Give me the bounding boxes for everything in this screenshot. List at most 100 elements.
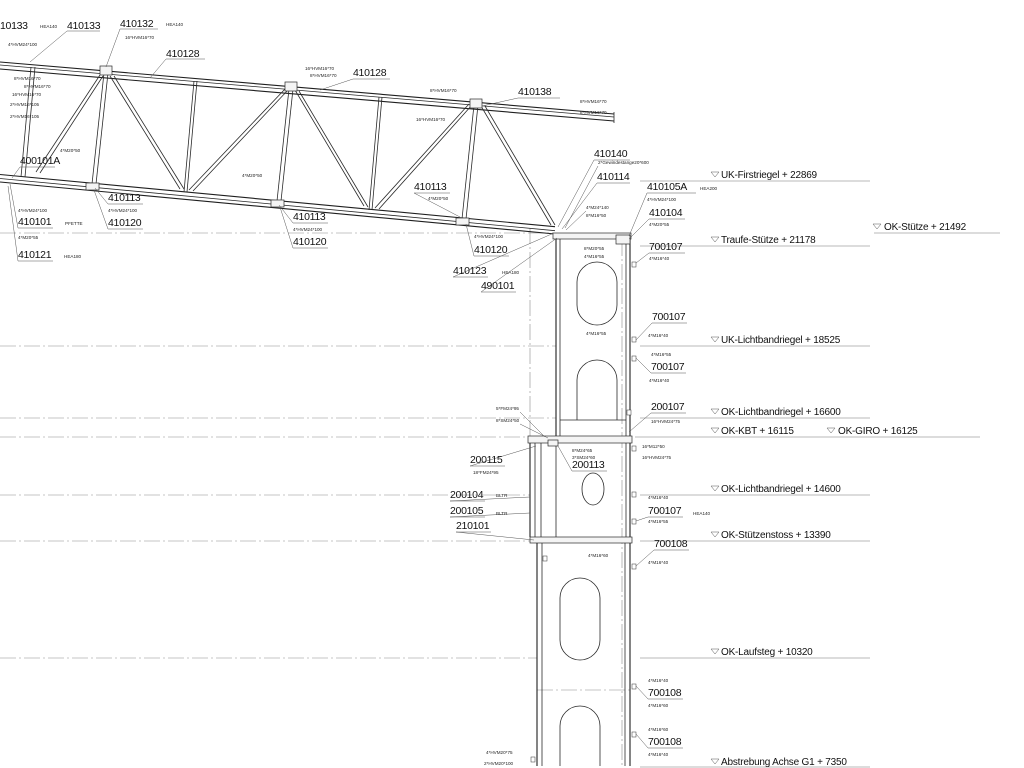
part-number: 410113 (108, 192, 141, 204)
bolt-note: 2*HVM16*105 (10, 102, 40, 107)
part-number: 10133 (0, 20, 28, 32)
part-number: 410128 (353, 67, 387, 79)
truss-node-plates (85, 65, 483, 226)
profile-note: BLTR (496, 511, 508, 516)
part-number: 700107 (651, 361, 685, 373)
part-number: 200115 (470, 454, 503, 466)
level-label: Abstrebung Achse G1 + 7350 (721, 757, 847, 768)
bolt-note: 4*M24*140 (586, 205, 609, 210)
bolt-note: 4*M20*50 (60, 148, 81, 153)
level-label: OK-Stütze + 21492 (884, 222, 967, 233)
column-upper (555, 238, 631, 436)
profile-note: HEA140 (693, 511, 711, 516)
part-number: 410140 (594, 148, 628, 160)
part-number: 410121 (18, 249, 52, 261)
bolt-note: 4*M16*55 (586, 331, 607, 336)
profile-note: HEA180 (64, 254, 82, 259)
part-number: 200105 (450, 505, 484, 517)
bolt-note: 16*HVM16*70 (416, 117, 446, 122)
level-label: OK-Lichtbandriegel + 14600 (721, 484, 841, 495)
part-number: 410128 (166, 48, 200, 60)
column-opening (559, 261, 618, 766)
bolt-notes: 4*HVM24*100 16*HVM16*70 16*HVM16*70 8*HV… (8, 35, 681, 766)
part-number: 700107 (648, 505, 682, 517)
part-number: 410120 (474, 244, 508, 256)
bolt-note: 4*HVM24*100 (108, 208, 138, 213)
part-number: 700108 (654, 538, 688, 550)
part-number: 410104 (649, 207, 683, 219)
bolt-note: 4*M16*60 (588, 553, 609, 558)
truss-vertical (20, 66, 479, 220)
bolt-note: 4*M16*55 (651, 352, 672, 357)
bolt-note: 8*HVM16*70 (14, 76, 41, 81)
level-marker-icon (710, 171, 882, 765)
bolt-note: 2*HVM16*105 (10, 114, 40, 119)
part-number: 410123 (453, 265, 487, 277)
bolt-note: 8*M16*50 (586, 213, 607, 218)
reference-lines (0, 228, 630, 766)
bolt-note: 4*HVM24*100 (474, 234, 504, 239)
level-label: OK-KBT + 16115 (721, 426, 794, 437)
level-label: OK-Laufsteg + 10320 (721, 647, 813, 658)
bolt-note: 5*FM24*95 (496, 406, 519, 411)
part-number: 490101 (481, 280, 515, 292)
bolt-note: 4*M16*60 (648, 703, 669, 708)
part-number: 400101A (20, 155, 60, 167)
base-plate (527, 232, 633, 544)
part-number: 410138 (518, 86, 552, 98)
bolt-note: 16*M12*50 (642, 444, 665, 449)
bolt-note: 3*SM24*60 (572, 455, 596, 460)
profile-note: HEA140 (40, 24, 58, 29)
part-number: 410133 (67, 20, 101, 32)
part-number: 410105A (647, 181, 687, 193)
profile-note: PFETTE (65, 221, 83, 226)
level-label: OK-Stützenstoss + 13390 (721, 530, 831, 541)
bolt-note: 2*Gewindestange20*600 (598, 160, 649, 165)
column-middle (529, 443, 631, 537)
part-number: 210101 (456, 520, 490, 532)
part-number: 700107 (652, 311, 686, 323)
level-label: OK-GIRO + 16125 (838, 426, 918, 437)
bolt-note: 4*M16*60 (648, 727, 669, 732)
bolt-note: 4*M16*40 (648, 333, 669, 338)
bolt-note: 8*M24*65 (572, 448, 593, 453)
part-number: 200107 (651, 401, 685, 413)
leader-line (7, 28, 696, 749)
bolt-note: 4*M20*50 (242, 173, 263, 178)
bolt-note: 2*HVM20*100 (484, 761, 514, 766)
bolt-note: 18*FM24*95 (473, 470, 499, 475)
bolt-note: 4*M20*50 (428, 196, 449, 201)
bolt-note: 4*M16*40 (648, 560, 669, 565)
part-number: 200113 (572, 459, 605, 471)
bolt-note: 16*HVM16*70 (305, 66, 335, 71)
bolt-note: 4*M20*55 (649, 222, 670, 227)
part-number: 700107 (649, 241, 683, 253)
bolt-note: 4*M20*55 (18, 235, 39, 240)
bolt-note: 4*M16*40 (648, 495, 669, 500)
bolt-note: 4*HVM20*75 (486, 750, 513, 755)
level-label: UK-Firstriegel + 22869 (721, 170, 818, 181)
bolt-note: 8*HVM16*70 (580, 110, 607, 115)
bolt-note: 4*M16*40 (649, 256, 670, 261)
column-lower (536, 543, 631, 766)
bolt-note: 4*HVM24*100 (18, 208, 48, 213)
profile-note: HEA140 (166, 22, 184, 27)
level-label: Traufe-Stütze + 21178 (721, 235, 816, 246)
part-number: 410120 (108, 217, 142, 229)
bolt-note: 8*M20*55 (584, 246, 605, 251)
bolt-note: 4*M16*40 (649, 378, 670, 383)
bolt-note: 16*HVM24*75 (651, 419, 681, 424)
profile-note: HEA200 (700, 186, 718, 191)
bolt-note: 4*HVM24*100 (293, 227, 323, 232)
profile-note: BLTR (496, 493, 508, 498)
bolt-note: 8*SM24*50 (496, 418, 520, 423)
part-number: 410114 (597, 171, 630, 183)
bolt-note: 8*HVM16*70 (310, 73, 337, 78)
bolt-note: 4*M16*55 (584, 254, 605, 259)
bolt-note: 16*HVM24*75 (642, 455, 672, 460)
bolt-note: 16*HVM16*70 (12, 92, 42, 97)
truss-diagonal (35, 74, 556, 226)
bolt-note: 8*HVM16*70 (580, 99, 607, 104)
bolt-note: 4*M16*40 (648, 678, 669, 683)
